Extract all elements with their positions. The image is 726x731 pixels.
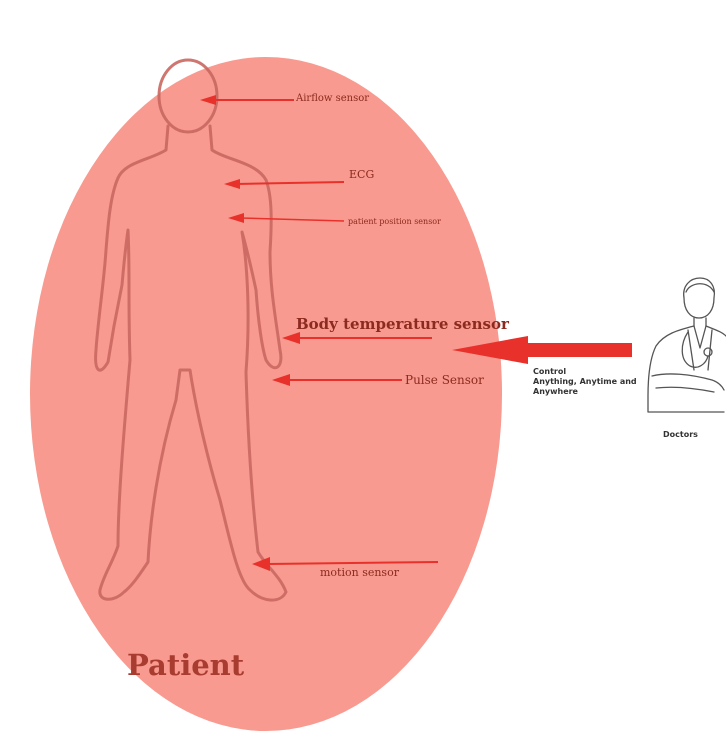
- patient-label: Patient: [127, 648, 244, 682]
- control-line-3: Anywhere: [533, 387, 637, 397]
- doctors-label: Doctors: [663, 430, 698, 439]
- doctor-figure-icon: [648, 278, 726, 412]
- control-text: Control Anything, Anytime and Anywhere: [533, 367, 637, 397]
- ecg-label: ECG: [349, 168, 374, 181]
- control-line-2: Anything, Anytime and: [533, 377, 637, 387]
- airflow-sensor-label: Airflow sensor: [296, 93, 369, 104]
- motion-sensor-label: motion sensor: [320, 566, 399, 579]
- pulse-sensor-label: Pulse Sensor: [405, 373, 484, 387]
- patient-zone: [30, 57, 502, 731]
- control-line-1: Control: [533, 367, 637, 377]
- body-temperature-sensor-label: Body temperature sensor: [296, 315, 509, 333]
- control-arrow-shaft: [524, 343, 632, 357]
- patient-position-sensor-label: patient position sensor: [348, 217, 441, 226]
